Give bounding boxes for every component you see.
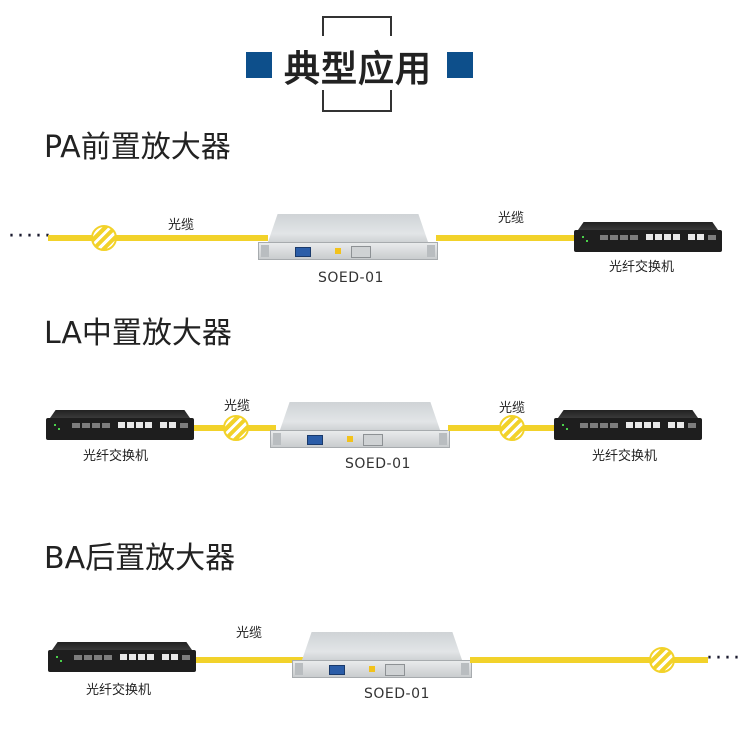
fiber-cable (470, 657, 708, 663)
cable-label: 光缆 (224, 399, 251, 414)
fiber-switch-device (48, 642, 196, 672)
amplifier-device (292, 632, 472, 680)
amplifier-label: SOED-01 (345, 456, 411, 472)
cable-label: 光缆 (498, 211, 525, 226)
section-title-pa: PA前置放大器 (44, 130, 231, 165)
fiber-cable (436, 235, 574, 241)
section-title-ba: BA后置放大器 (44, 541, 236, 576)
fiber-badge-icon (499, 415, 525, 441)
fiber-source-badge-icon (91, 225, 117, 251)
page-title: 典型应用 (283, 49, 432, 90)
cable-label: 光缆 (499, 401, 526, 416)
fiber-switch-device (46, 410, 194, 440)
fiber-continuation-dots: ····· (8, 224, 53, 249)
amplifier-device (270, 402, 450, 450)
fiber-badge-icon (649, 647, 675, 673)
fiber-switch-label: 光纤交换机 (86, 683, 152, 698)
header-square-left (246, 52, 272, 78)
header-frame-mask (300, 36, 450, 90)
fiber-switch-label: 光纤交换机 (592, 449, 658, 464)
fiber-cable (196, 657, 306, 663)
amplifier-device (258, 214, 438, 262)
cable-label: 光缆 (168, 218, 195, 233)
section-title-la: LA中置放大器 (44, 316, 232, 351)
fiber-cable (48, 235, 268, 241)
fiber-switch-label: 光纤交换机 (609, 260, 675, 275)
amplifier-label: SOED-01 (318, 270, 384, 286)
amplifier-label: SOED-01 (364, 686, 430, 702)
fiber-switch-device (554, 410, 702, 440)
cable-label: 光缆 (236, 626, 263, 641)
fiber-continuation-dots: ···· (706, 646, 742, 671)
fiber-switch-device (574, 222, 722, 252)
fiber-badge-icon (223, 415, 249, 441)
header-square-right (447, 52, 473, 78)
fiber-switch-label: 光纤交换机 (83, 449, 149, 464)
